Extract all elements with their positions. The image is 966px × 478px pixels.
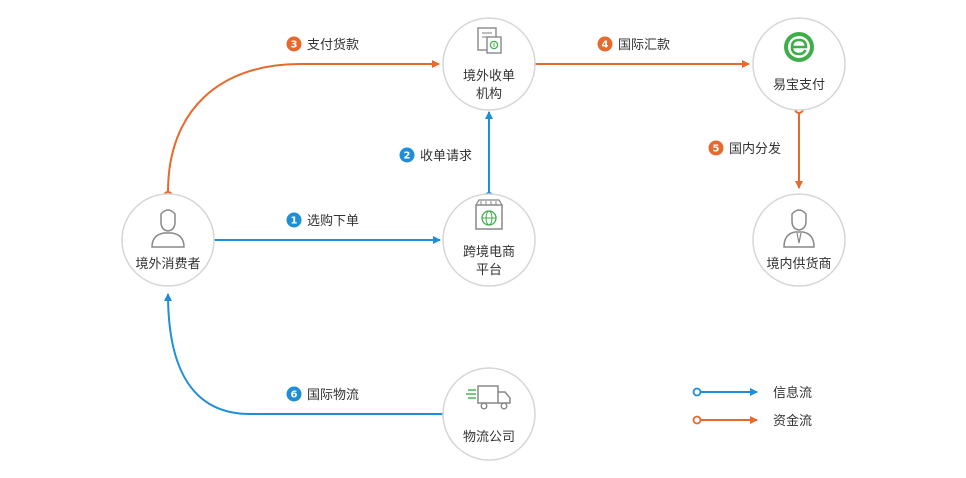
node-label-line2: 平台 (476, 263, 502, 278)
connector-order (202, 235, 441, 245)
node-overseas-consumer: 境外消费者 (121, 193, 215, 287)
connector-domestic-distribution (794, 104, 804, 189)
step-label: 国际物流 (307, 388, 359, 403)
node-label-line1: 跨境电商 (463, 245, 515, 260)
step-logistics: 6 国际物流 (286, 386, 359, 403)
connector-payment (163, 60, 440, 201)
step-label: 国际汇款 (618, 38, 670, 53)
yeepay-logo-icon (784, 32, 814, 62)
step-acquiring-request: 2 收单请求 (399, 147, 472, 164)
node-label: 易宝支付 (773, 78, 825, 93)
step-international-remittance: 4 国际汇款 (597, 36, 670, 53)
node-overseas-acquirer: 境外收单 机构 (442, 17, 536, 111)
step-domestic-distribution: 5 国内分发 (708, 140, 781, 157)
step-payment: 3 支付货款 (286, 36, 359, 53)
node-label: 物流公司 (463, 430, 515, 445)
connector-acquiring-request (484, 111, 494, 202)
node-label-line1: 境外收单 (463, 69, 515, 84)
step-number: 5 (713, 144, 720, 155)
step-number: 1 (291, 216, 298, 227)
step-label: 支付货款 (307, 37, 359, 53)
node-label: 境外消费者 (135, 257, 200, 272)
step-label: 国内分发 (729, 141, 781, 157)
node-yeepay: 易宝支付 (752, 17, 846, 111)
legend-label: 信息流 (773, 385, 812, 401)
node-label: 境内供货商 (766, 256, 831, 272)
legend-money-flow: 资金流 (692, 413, 812, 429)
document-icon (477, 27, 502, 54)
node-domestic-supplier: 境内供货商 (752, 193, 846, 287)
connector-international-remittance (525, 59, 750, 69)
shop-globe-icon (475, 199, 503, 230)
person-icon (151, 209, 185, 248)
step-order: 1 选购下单 (286, 212, 359, 229)
step-number: 6 (291, 390, 298, 401)
businessman-icon (783, 209, 815, 248)
legend-info-flow: 信息流 (692, 385, 812, 401)
step-label: 选购下单 (307, 213, 359, 229)
step-number: 2 (404, 151, 411, 162)
step-label: 收单请求 (420, 149, 472, 164)
node-cross-border-platform: 跨境电商 平台 (442, 193, 536, 287)
node-logistics-company: 物流公司 (442, 367, 536, 461)
node-label-line2: 机构 (476, 87, 502, 102)
legend: 信息流 资金流 (692, 385, 812, 429)
step-number: 3 (291, 40, 298, 51)
legend-label: 资金流 (773, 413, 812, 429)
step-number: 4 (602, 40, 609, 51)
truck-icon (466, 385, 511, 410)
